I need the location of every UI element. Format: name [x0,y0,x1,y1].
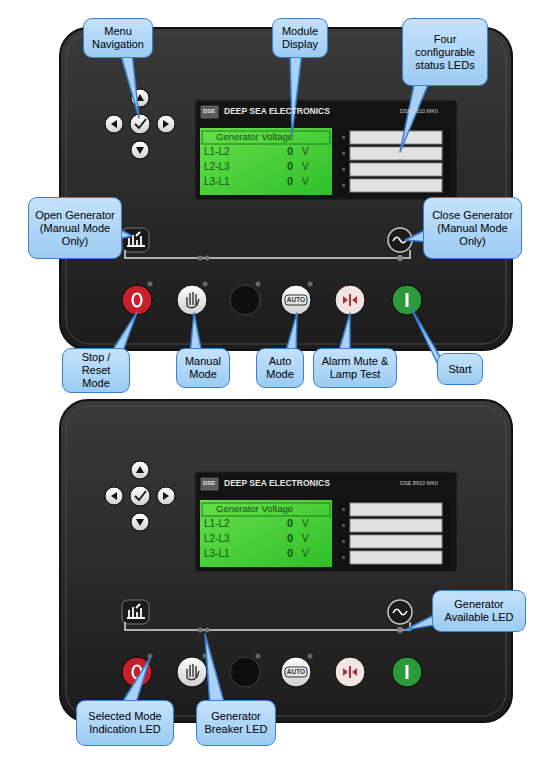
unit-label: V [302,548,309,560]
callout-bubble: Generator Available LED [432,590,526,632]
callout-bubble: Four configurable status LEDs [402,18,488,86]
unit-label: V [302,161,309,173]
callout-text-group: Stop / Reset Mode [67,351,125,390]
callout-text-group: Close Generator (Manual Mode Only) [428,209,517,248]
callout-text-group: Generator Available LED [437,598,521,624]
phase-label: L1-L2 [204,146,230,158]
callout-text-group: Auto Mode [261,355,299,381]
unit-label: V [302,146,309,158]
callout-text: Start [448,363,471,376]
callout-text: Generator Available LED [437,598,521,624]
phase-label: L3-L1 [204,548,230,560]
reading-value: 0 [287,160,293,173]
logo-text: DSE [203,479,215,487]
phase-label: L1-L2 [204,518,230,530]
callout-text-group: Alarm Mute & Lamp Test [318,355,392,381]
callout-text: Close Generator (Manual Mode Only) [428,209,517,248]
callout-bubble: Generator Breaker LED [196,700,276,746]
reading-value: 0 [287,517,293,530]
callout-text-group: Start [448,363,471,376]
model-text: DSE 8610 MKII [400,480,438,488]
callout-bubble: Selected Mode Indication LED [76,700,174,746]
unit-label: V [302,533,309,545]
callout-text-group: Four configurable status LEDs [407,33,483,72]
reading-value: 0 [287,175,293,188]
callout-bubble: Manual Mode [176,348,230,388]
callout-bubble: Module Display [272,18,328,58]
callout-pointers [110,52,442,706]
callout-text-group: Open Generator (Manual Mode Only) [33,209,117,248]
button-text: AUTO [287,296,305,305]
callout-text: Manual Mode [181,355,225,381]
phase-label: L3-L1 [204,176,230,188]
logo-text: DSE [203,107,215,115]
callout-text: Generator Breaker LED [201,710,271,736]
callout-bubble: Alarm Mute & Lamp Test [313,348,397,388]
callout-text: Alarm Mute & Lamp Test [318,355,392,381]
controller-panel [60,400,512,722]
screen-title: Generator Voltage [216,131,293,143]
phase-label: L2-L3 [204,533,230,545]
callout-bubble: Start [437,353,483,385]
callout-text: Module Display [277,25,323,51]
callout-bubble: Close Generator (Manual Mode Only) [423,197,522,259]
callout-text-group: Menu Navigation [88,25,148,51]
callout-bubble: Auto Mode [256,348,304,388]
callout-text: Open Generator (Manual Mode Only) [33,209,117,248]
callout-text-group: Manual Mode [181,355,225,381]
callout-text-group: Module Display [277,25,323,51]
callout-text: Selected Mode Indication LED [81,710,169,736]
reading-value: 0 [287,547,293,560]
brand-text: DEEP SEA ELECTRONICS [224,478,330,489]
callout-text-group: Selected Mode Indication LED [81,710,169,736]
model-text: DSE 8610 MKII [400,108,438,116]
button-text: AUTO [287,668,305,677]
callout-bubble: Menu Navigation [83,18,153,58]
reading-value: 0 [287,532,293,545]
callout-bubble: Stop / Reset Mode [62,348,130,393]
unit-label: V [302,518,309,530]
callout-text: Stop / Reset Mode [67,351,125,390]
reading-value: 0 [287,145,293,158]
brand-text: DEEP SEA ELECTRONICS [224,106,330,117]
unit-label: V [302,176,309,188]
screen-title: Generator Voltage [216,503,293,515]
callout-bubble: Open Generator (Manual Mode Only) [28,197,122,259]
callout-text: Four configurable status LEDs [407,33,483,72]
callout-text-group: Generator Breaker LED [201,710,271,736]
callout-text: Auto Mode [261,355,299,381]
phase-label: L2-L3 [204,161,230,173]
callout-text: Menu Navigation [88,25,148,51]
